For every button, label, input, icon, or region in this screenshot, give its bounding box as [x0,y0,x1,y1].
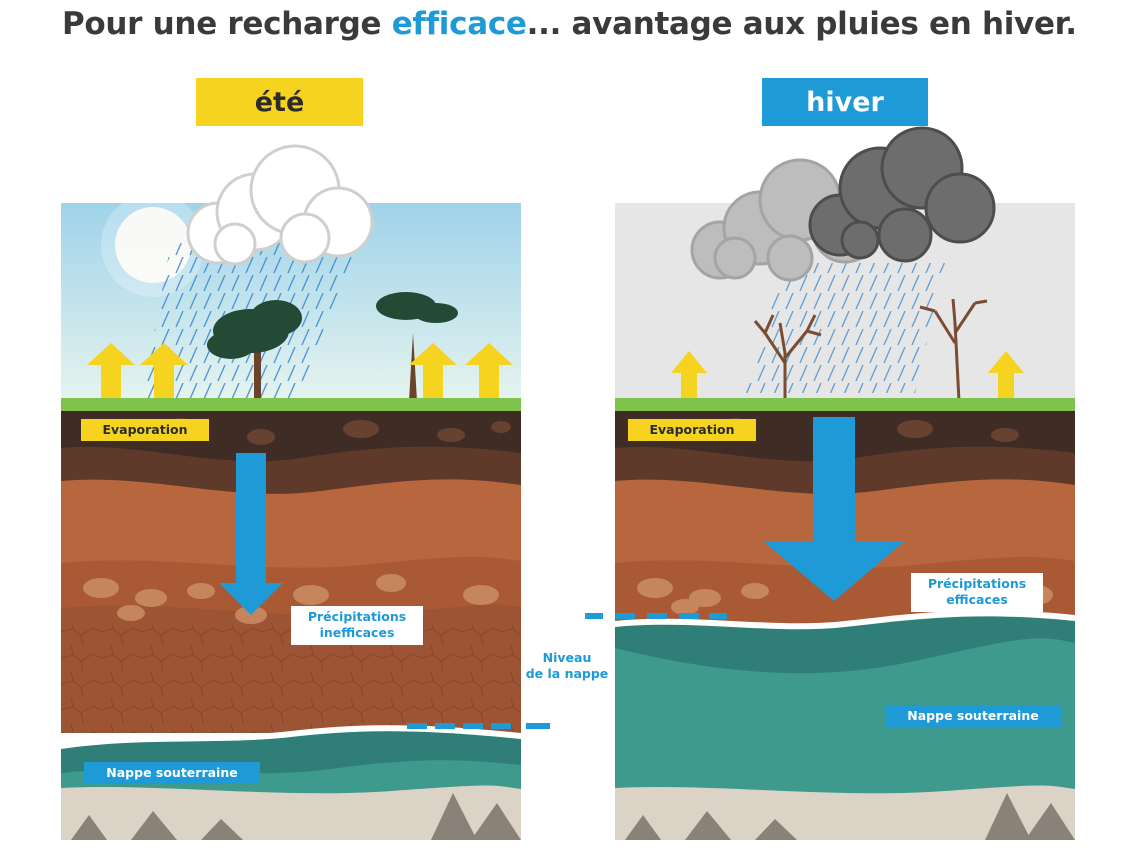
precipitation-label-line2: efficaces [946,592,1008,608]
title-suffix: ... avantage aux pluies en hiver. [526,6,1077,42]
season-label-winter: hiver [762,78,928,126]
water-level-line1: Niveau [542,650,592,665]
winter-panel [615,203,1075,840]
evaporation-arrows [87,343,513,405]
bare-tree-icon [753,314,822,401]
infiltration-arrow [219,453,283,615]
evaporation-label-winter: Evaporation [628,419,756,441]
summer-panel [61,203,521,840]
precipitation-label-line2: inefficaces [319,625,395,641]
infiltration-arrow [763,417,905,601]
aquifer-label-winter: Nappe souterraine [885,705,1061,727]
bare-tree-icon [919,298,988,402]
tree-icon [376,292,458,401]
precipitation-label-line1: Précipitations [307,609,407,624]
summer-illustration [61,203,521,840]
bedrock [615,785,1075,840]
page-title: Pour une recharge efficace... avantage a… [62,6,1077,42]
evaporation-label-summer: Evaporation [81,419,209,441]
grass [61,398,521,414]
summer-water-level-marker-ext [526,723,550,729]
bedrock [61,785,521,840]
title-prefix: Pour une recharge [62,6,392,42]
precipitation-label-winter: Précipitations efficaces [911,573,1043,612]
tree-icon [207,300,302,401]
water-level-label: Niveau de la nappe [515,650,619,683]
winter-water-level-marker [585,613,727,619]
winter-illustration [615,203,1075,840]
title-highlight: efficace [391,6,527,42]
rain [745,263,945,393]
precipitation-label-summer: Précipitations inefficaces [291,606,423,645]
water-level-line2: de la nappe [525,666,609,682]
precipitation-label-line1: Précipitations [927,576,1027,591]
aquifer-label-summer: Nappe souterraine [84,762,260,784]
season-label-summer: été [196,78,363,126]
evaporation-arrows [671,351,1024,413]
grass [615,398,1075,414]
